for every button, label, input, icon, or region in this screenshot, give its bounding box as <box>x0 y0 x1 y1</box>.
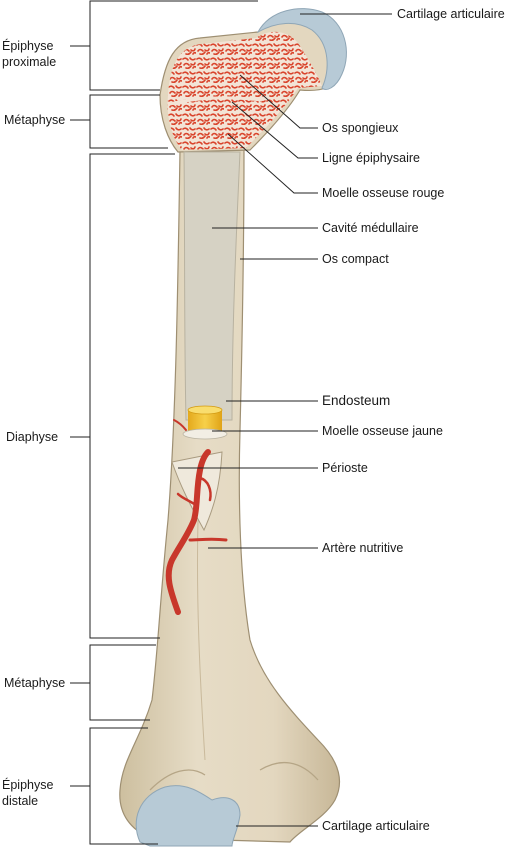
label-ligne-epiphysaire: Ligne épiphysaire <box>322 151 420 165</box>
label-epiphyse-distale-2: distale <box>2 794 39 808</box>
label-cartilage-articulaire-top: Cartilage articulaire <box>397 7 505 21</box>
right-leaders <box>178 13 392 827</box>
label-diaphyse: Diaphyse <box>6 430 59 444</box>
proximal-epiphysis <box>159 11 342 153</box>
label-cartilage-articulaire-bottom: Cartilage articulaire <box>322 819 430 833</box>
medullary-cavity <box>183 151 241 421</box>
nutrient-artery <box>165 419 228 615</box>
label-metaphyse-top: Métaphyse <box>4 113 66 127</box>
label-perioste: Périoste <box>322 461 368 475</box>
cartilage-top <box>256 8 347 90</box>
label-cavite-medullaire: Cavité médullaire <box>322 221 419 235</box>
label-moelle-osseuse-rouge: Moelle osseuse rouge <box>322 186 445 200</box>
label-os-compact: Os compact <box>322 252 389 266</box>
bone-body <box>119 149 341 843</box>
label-metaphyse-bottom: Métaphyse <box>4 676 66 690</box>
label-artere-nutritive: Artère nutritive <box>322 541 404 555</box>
label-epiphyse-proximale-2: proximale <box>2 55 57 69</box>
cartilage-bottom <box>135 785 241 847</box>
left-brackets <box>70 0 258 845</box>
label-endosteum: Endosteum <box>322 393 391 408</box>
label-epiphyse-distale-1: Épiphyse <box>2 778 54 792</box>
epiphyseal-line-mark <box>169 96 263 106</box>
label-epiphyse-proximale-1: Épiphyse <box>2 39 54 53</box>
label-moelle-osseuse-jaune: Moelle osseuse jaune <box>322 424 443 438</box>
label-os-spongieux: Os spongieux <box>322 121 399 135</box>
yellow-marrow <box>182 405 228 440</box>
